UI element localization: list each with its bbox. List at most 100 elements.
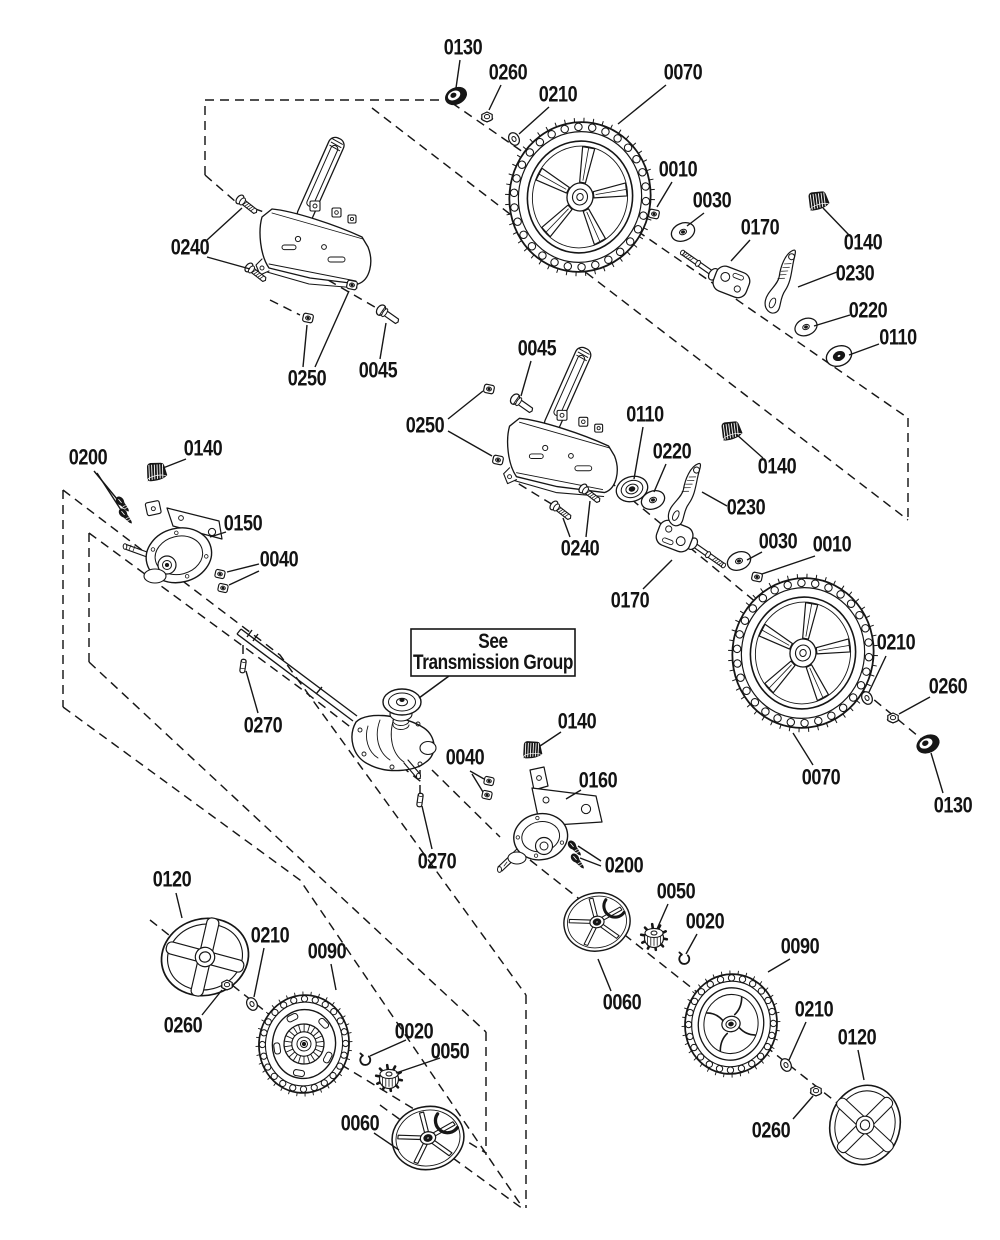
part-number: 0070 — [664, 61, 703, 85]
part-label: 0130 — [934, 794, 973, 818]
leader-line — [206, 207, 243, 241]
nut-0250 — [482, 383, 496, 395]
part-number: 0260 — [164, 1014, 203, 1038]
part-number: 0110 — [626, 403, 664, 427]
pinion-gear-0050 — [374, 1063, 404, 1093]
dashed-axis-line — [269, 299, 301, 316]
part-number: 0010 — [659, 158, 698, 182]
callout-text: Transmission Group — [413, 652, 573, 675]
leader-line — [585, 500, 591, 538]
part-number: 0120 — [838, 1026, 877, 1050]
part-label: 0210 — [251, 924, 290, 948]
dashed-axis-line — [431, 769, 501, 838]
leader-line — [579, 857, 602, 867]
part-number: 0260 — [489, 61, 528, 85]
part-number: 0045 — [359, 359, 398, 383]
part-label: 0260 — [752, 1119, 791, 1143]
knob-0140 — [805, 188, 831, 214]
height-adjuster-bracket — [502, 344, 618, 498]
dashed-axis-line — [204, 99, 440, 175]
washer-0030 — [667, 218, 699, 246]
part-number: 0210 — [539, 83, 578, 107]
nut-0260 — [220, 979, 234, 991]
leader-line — [656, 181, 673, 208]
nut-0260 — [809, 1085, 823, 1097]
leader-line — [373, 1132, 400, 1151]
part-number: 0260 — [752, 1119, 791, 1143]
nut-0010 — [750, 571, 764, 583]
part-label: 0240 — [561, 537, 600, 561]
nut-0040 — [216, 582, 230, 594]
part-number: 0070 — [802, 766, 841, 790]
part-number: 0210 — [251, 924, 290, 948]
axle-shaft-line — [236, 633, 354, 722]
part-label: 0220 — [849, 299, 888, 323]
gearbox-bracket-0150 — [122, 499, 223, 591]
washer-0220 — [791, 314, 821, 340]
roll-pin-0270 — [415, 792, 425, 808]
leader-line — [822, 207, 850, 236]
part-number: 0210 — [795, 998, 834, 1022]
leader-line — [686, 212, 705, 227]
callout-leader — [418, 675, 450, 699]
part-label: 0090 — [781, 935, 820, 959]
part-label: 0030 — [693, 189, 732, 213]
part-label: 0040 — [446, 746, 485, 770]
part-label: 0010 — [659, 158, 698, 182]
nut-0040 — [482, 775, 496, 787]
part-label: 0200 — [69, 446, 108, 470]
leader-line — [469, 770, 485, 780]
part-label: 0110 — [879, 326, 917, 350]
part-number: 0010 — [813, 533, 852, 557]
washer-0110 — [822, 341, 856, 371]
height-adjuster-bracket — [255, 134, 372, 289]
leader-line — [761, 555, 816, 575]
washer-0210 — [243, 995, 261, 1013]
wheel-0090 — [248, 984, 360, 1104]
leader-line — [201, 989, 223, 1016]
e-clip-0020 — [359, 1052, 372, 1066]
part-number: 0040 — [446, 746, 485, 770]
part-number: 0030 — [759, 530, 798, 554]
part-label: 0140 — [758, 455, 797, 479]
part-label: 0250 — [288, 367, 327, 391]
part-label: 0250 — [406, 414, 445, 438]
part-label: 0045 — [359, 359, 398, 383]
leader-line — [314, 290, 350, 368]
leader-line — [253, 947, 265, 998]
part-label: 0270 — [244, 714, 283, 738]
leader-line — [813, 314, 851, 327]
leader-line — [228, 570, 260, 586]
knob-0140 — [518, 736, 546, 764]
dashed-axis-line — [62, 706, 524, 1209]
leader-line — [701, 491, 728, 507]
nut-0040 — [213, 568, 227, 580]
nut-0260 — [480, 111, 494, 123]
leader-line — [930, 752, 944, 794]
leader-line — [617, 84, 667, 125]
nut-0250 — [345, 279, 359, 291]
part-label: 0160 — [579, 769, 618, 793]
part-label: 0030 — [759, 530, 798, 554]
part-number: 0170 — [741, 216, 780, 240]
leader-line — [562, 517, 571, 538]
lever-link-0230 — [663, 460, 709, 529]
dashed-axis-line — [88, 661, 487, 1033]
part-label: 0210 — [877, 631, 916, 655]
leader-line — [518, 106, 550, 135]
part-number: 0210 — [877, 631, 916, 655]
nut-0250 — [491, 454, 505, 466]
callout-text-row: Transmission Group — [413, 652, 573, 675]
leader-line — [792, 1095, 814, 1120]
part-label: 0230 — [836, 262, 875, 286]
part-number: 0060 — [341, 1112, 380, 1136]
part-label: 0070 — [664, 61, 703, 85]
leader-line — [730, 239, 751, 262]
part-number: 0050 — [657, 880, 696, 904]
part-number: 0130 — [444, 36, 483, 60]
part-label: 0020 — [395, 1020, 434, 1044]
transmission — [351, 688, 437, 780]
part-label: 0120 — [838, 1026, 877, 1050]
leader-line — [245, 670, 259, 714]
leader-line — [226, 563, 260, 573]
